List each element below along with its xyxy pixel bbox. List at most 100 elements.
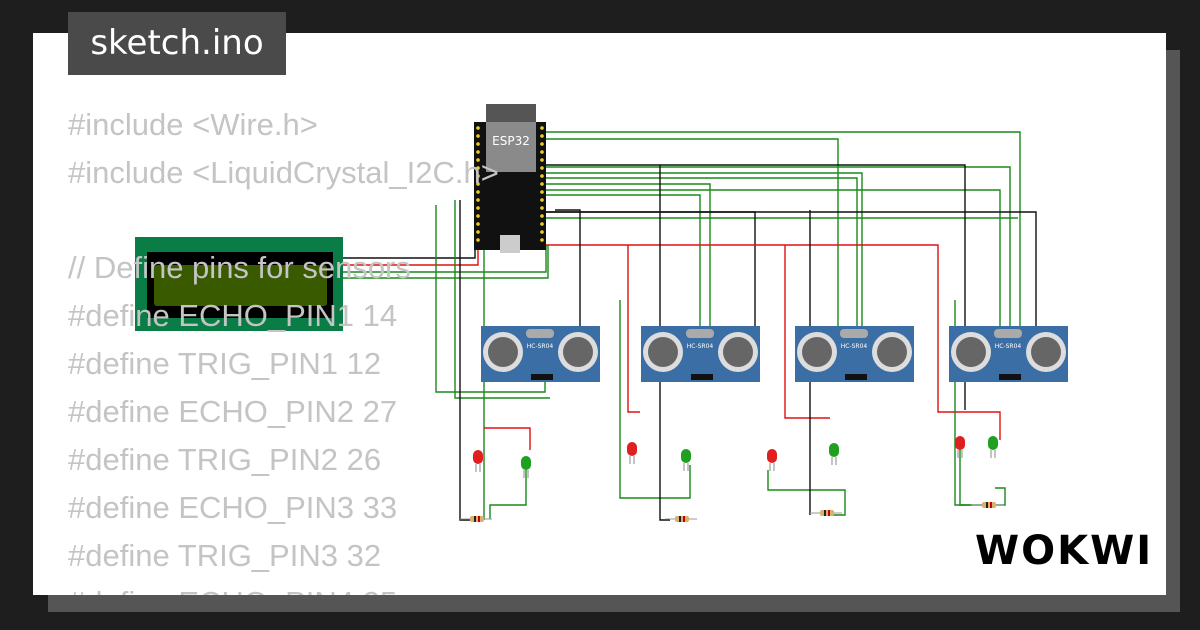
resistor-body [982,502,996,508]
sensor-header [845,374,867,380]
red-led[interactable] [955,436,965,458]
led-body [473,450,483,464]
ultrasonic-sensor[interactable]: HC-SR04 [949,326,1068,382]
pin [540,222,544,226]
pin [476,238,480,242]
pin [476,174,480,178]
wire [784,245,830,419]
transducer-mesh [563,337,593,367]
green-led[interactable] [988,436,998,458]
pin [540,174,544,178]
sensor-header [531,374,553,380]
sensor-header [999,374,1021,380]
resistor-body [470,516,484,522]
pin [540,134,544,138]
wire [619,300,691,499]
wire [343,245,479,266]
pin [540,126,544,130]
sensor-header [691,374,713,380]
esp32-board[interactable]: ESP32 [474,104,546,253]
crystal [686,329,714,338]
wire [542,138,839,380]
sensor-label: HC-SR04 [995,343,1022,350]
pin [476,198,480,202]
led-body [767,449,777,463]
pin [476,206,480,210]
ultrasonic-sensor[interactable]: HC-SR04 [481,326,600,382]
resistor-band [986,502,988,508]
green-led[interactable] [681,449,691,471]
transducer-mesh [802,337,832,367]
pin [540,142,544,146]
resistor[interactable] [810,510,842,516]
resistor-body [675,516,689,522]
led-body [829,443,839,457]
wires [343,131,1037,521]
pin [476,134,480,138]
resistor[interactable] [665,516,697,522]
resistor-band [990,502,992,508]
wire [555,209,581,380]
wire [959,440,1006,506]
wire [627,245,640,413]
wire [484,427,531,450]
pin [476,150,480,154]
wire [478,183,711,380]
sketch-title: sketch.ino [68,12,286,75]
red-led[interactable] [473,450,483,472]
wire [542,131,1021,380]
pin [540,230,544,234]
resistor-band [474,516,476,522]
wire [478,194,701,380]
crystal [526,329,554,338]
lcd-display[interactable] [135,237,343,331]
led-body [681,449,691,463]
resistor-body [820,510,834,516]
transducer-mesh [877,337,907,367]
resistor[interactable] [972,502,1004,508]
pin [540,198,544,202]
transducer-mesh [488,337,518,367]
pin [540,214,544,218]
wire [343,245,549,279]
led-body [627,442,637,456]
wire [343,245,547,273]
pin [540,158,544,162]
led-body [988,436,998,450]
wire [435,205,546,393]
pin [476,222,480,226]
crystal [840,329,868,338]
red-led[interactable] [627,442,637,464]
pin [540,190,544,194]
esp32-label: ESP32 [492,134,530,148]
green-led[interactable] [521,456,531,478]
crystal [994,329,1022,338]
sensor-label: HC-SR04 [527,343,554,350]
wire [454,200,550,399]
sensor-label: HC-SR04 [687,343,714,350]
resistor-band [824,510,826,516]
wire [478,189,1001,380]
wire [478,177,858,380]
wire [478,172,863,380]
transducer-mesh [1031,337,1061,367]
resistor-band [828,510,830,516]
transducer-mesh [648,337,678,367]
red-led[interactable] [767,449,777,471]
wire [659,165,670,521]
ultrasonic-sensor[interactable]: HC-SR04 [795,326,914,382]
wire [542,211,756,380]
pin [540,150,544,154]
ultrasonic-sensor[interactable]: HC-SR04 [641,326,760,382]
pin [540,182,544,186]
pin [476,214,480,218]
green-led[interactable] [829,443,839,465]
transducer-mesh [723,337,753,367]
wire [767,470,846,516]
transducer-mesh [956,337,986,367]
resistor[interactable] [460,516,492,522]
wire [489,470,527,519]
resistor-band [683,516,685,522]
wokwi-logo: WOKWI [975,528,1154,574]
